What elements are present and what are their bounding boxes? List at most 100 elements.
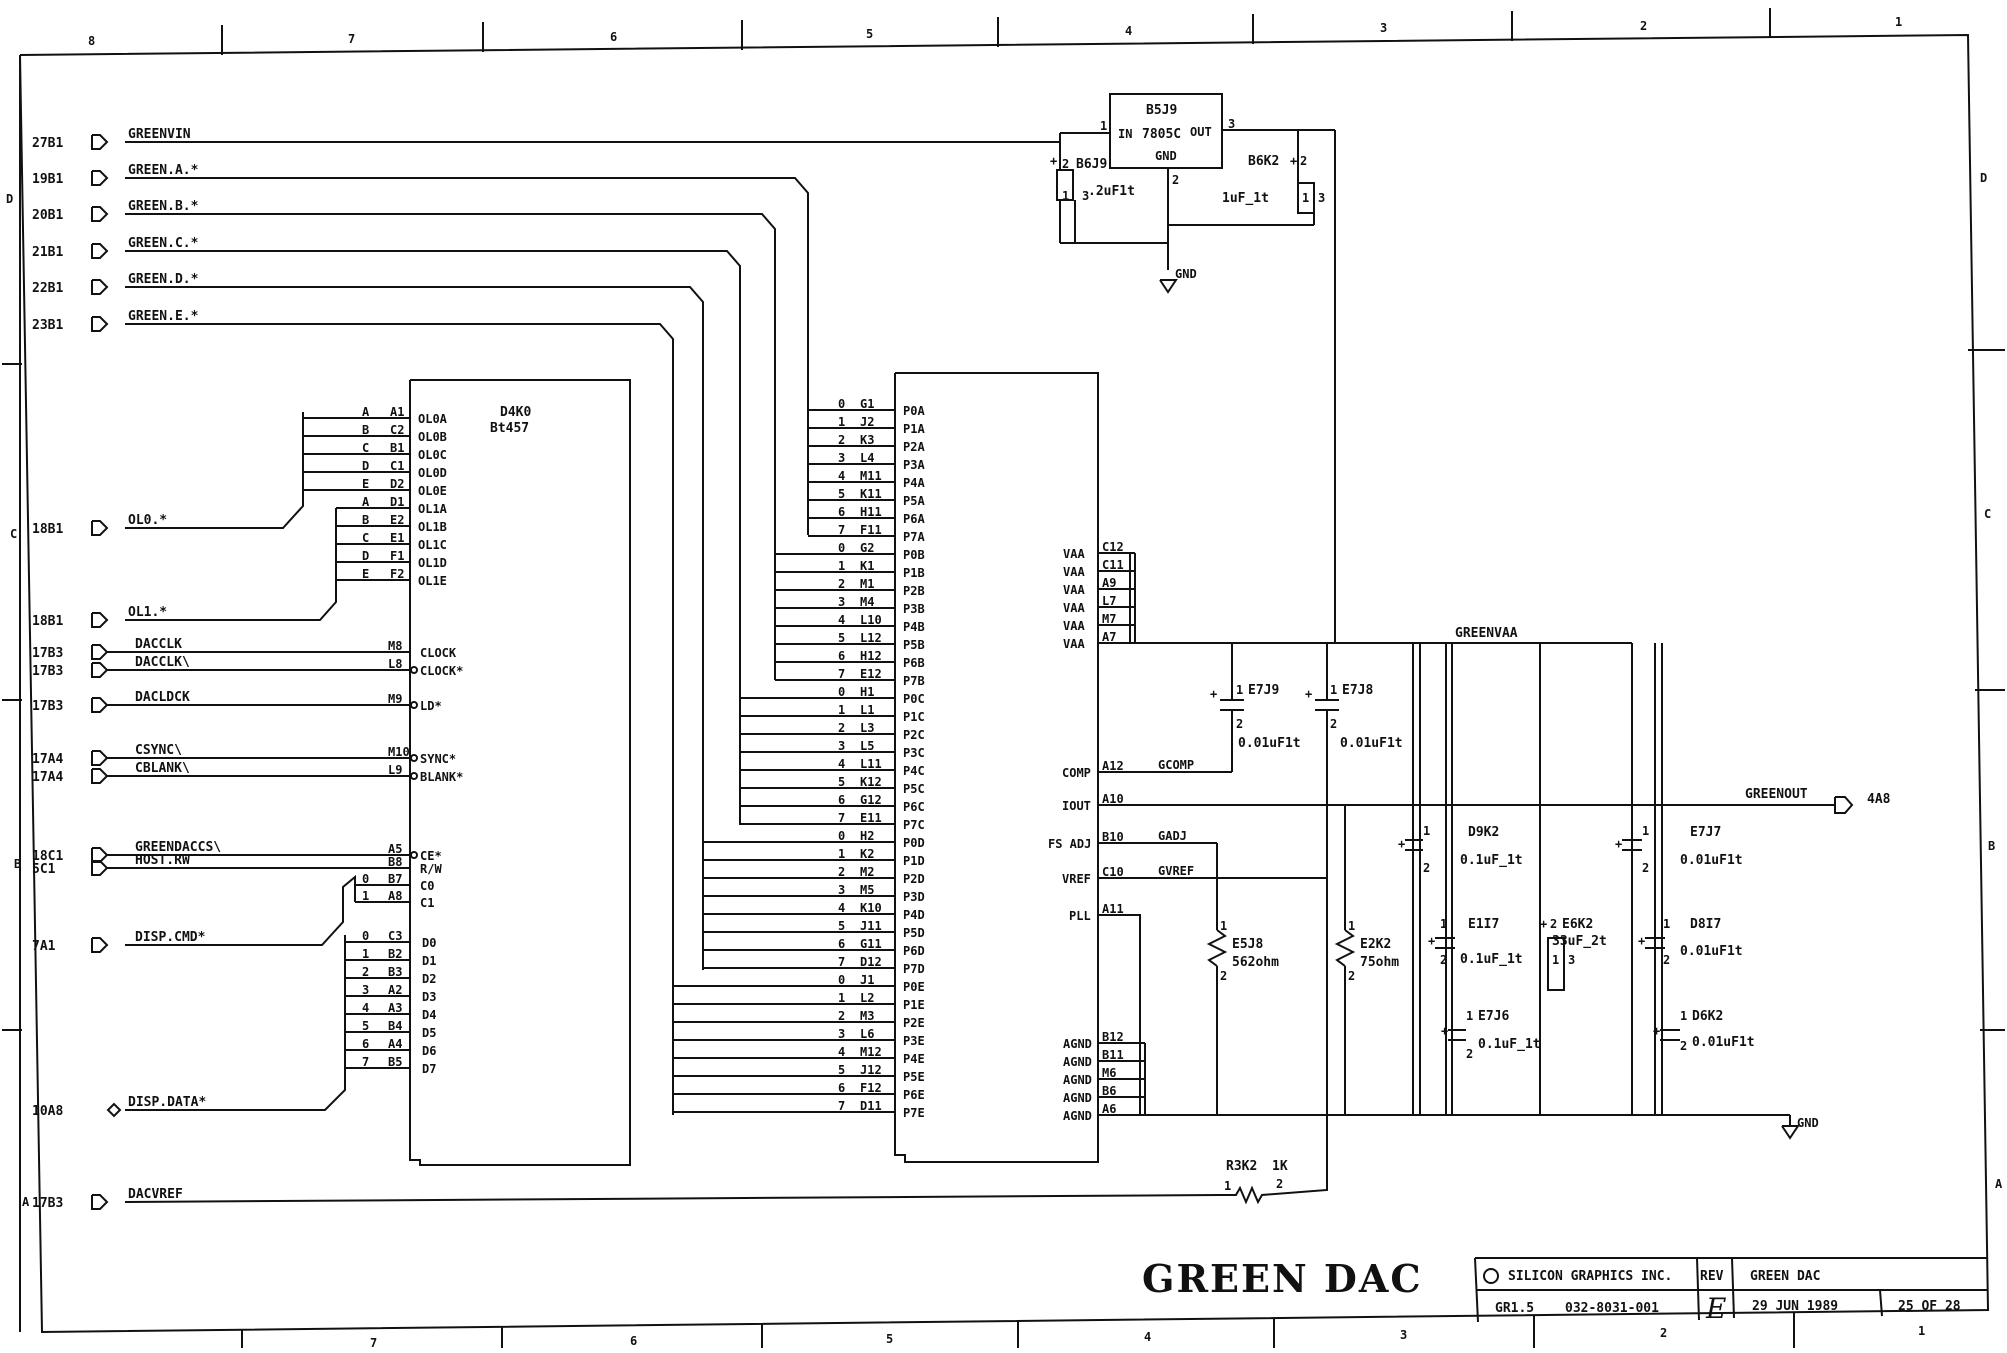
company-logo-icon (1483, 1268, 1499, 1284)
cap-e7j6-pin1: 1 (1466, 1009, 1473, 1023)
pixel-bit-15: 7 (838, 667, 845, 681)
cap-e6k2-pin3: 3 (1568, 953, 1575, 967)
agnd-name-4: AGND (1063, 1109, 1092, 1123)
signal-name-4: GREEN.D.* (128, 272, 199, 287)
res-r3k2-pin2: 2 (1276, 1177, 1283, 1191)
ol-name-0: OL0A (418, 412, 448, 426)
res-r3k2-ref: R3K2 (1226, 1159, 1257, 1174)
pixel-bit-28: 4 (838, 901, 845, 915)
title-block: SILICON GRAPHICS INC. REV GREEN DAC GR1.… (1474, 1257, 1988, 1325)
data-bit-4: 4 (362, 1001, 369, 1015)
signal-name-8: DACCLK (135, 637, 182, 652)
cap-d8i7-pin1: 1 (1663, 917, 1670, 931)
ol-name-1: OL0B (418, 430, 447, 444)
pixel-name-7: P7A (903, 530, 925, 544)
ground-label-bottom: GND (1797, 1116, 1819, 1130)
data-bit-6: 6 (362, 1037, 369, 1051)
ctrl-pin-0: M8 (388, 639, 402, 653)
inversion-bubble (410, 851, 418, 859)
regulator-pin-in: 1 (1100, 119, 1107, 133)
cap-d6k2-plus: + (1653, 1024, 1660, 1038)
ol-bit-8: D (362, 549, 369, 563)
cap-e1i7-pin2: 2 (1440, 953, 1447, 967)
pixel-name-9: P1B (903, 566, 925, 580)
sheet-border (2, 33, 2005, 1334)
cap-b6j9-value: .2uF1t (1088, 184, 1135, 199)
analog-net-0: GCOMP (1158, 758, 1194, 772)
analog-pin-4: A11 (1102, 902, 1124, 916)
cap-e7j7-ref: E7J7 (1690, 825, 1721, 840)
cap-e6k2-ref: E6K2 (1562, 917, 1593, 932)
disp-bus-wires (125, 874, 356, 1111)
date: 29 JUN 1989 (1752, 1299, 1838, 1314)
pixel-pin-0: G1 (860, 397, 874, 411)
ol-name-4: OL0E (418, 484, 447, 498)
signal-ref-17: 17B3 (32, 1196, 63, 1211)
pixel-bit-4: 4 (838, 469, 845, 483)
dac-chip-ref: D4K0 (500, 405, 531, 420)
pixel-pin-27: M5 (860, 883, 874, 897)
data-name-3: D3 (422, 990, 436, 1004)
pixel-name-4: P4A (903, 476, 925, 490)
greenout-net-label: GREENOUT (1745, 787, 1808, 802)
zone-columns-top: 8 7 6 5 4 3 2 1 (88, 8, 1902, 55)
cap-b6k2-ref: B6K2 (1248, 154, 1279, 169)
agnd-name-1: AGND (1063, 1055, 1092, 1069)
ol-pin-0: A1 (390, 405, 404, 419)
pixel-bit-25: 1 (838, 847, 845, 861)
data-name-4: D4 (422, 1008, 436, 1022)
pixel-bit-16: 0 (838, 685, 845, 699)
pixel-name-3: P3A (903, 458, 925, 472)
pixel-pin-5: K11 (860, 487, 882, 501)
connector-flag-icon (91, 520, 109, 536)
pixel-name-22: P6C (903, 800, 925, 814)
cap-d6k2-pin2: 2 (1680, 1039, 1687, 1053)
cap-e7j9-value: 0.01uF1t (1238, 736, 1301, 751)
connector-flag-icon (91, 662, 109, 678)
zone-col-4-bottom: 4 (1144, 1330, 1151, 1344)
ctrl-name-6: R/W (420, 862, 442, 876)
connector-flag-icon (91, 243, 109, 259)
dac-chip-part: Bt457 (490, 421, 529, 436)
pixel-pin-30: G11 (860, 937, 882, 951)
zone-col-7: 7 (348, 32, 355, 46)
data-pin-1: B2 (388, 947, 402, 961)
pixel-name-8: P0B (903, 548, 925, 562)
pixel-name-6: P6A (903, 512, 925, 526)
cap-e6k2-plus: + (1540, 917, 1547, 931)
vaa-name-4: VAA (1063, 619, 1085, 633)
ctrl-name-7: C0 (420, 879, 434, 893)
analog-name-1: IOUT (1062, 799, 1091, 813)
zone-col-2-bottom: 2 (1660, 1326, 1667, 1340)
pixel-bit-23: 7 (838, 811, 845, 825)
ol-bit-6: B (362, 513, 369, 527)
greenvaa-net-label: GREENVAA (1455, 626, 1518, 641)
ctrl-pin-1: L8 (388, 657, 402, 671)
cap-d8i7-plus: + (1638, 934, 1645, 948)
connector-flag-icon (91, 750, 109, 766)
inversion-bubble (410, 666, 418, 674)
vaa-pin-2: A9 (1102, 576, 1116, 590)
cap-e1i7-plus: + (1428, 934, 1435, 948)
connector-flag-icon (91, 847, 109, 863)
cap-e1i7-value: 0.1uF_1t (1460, 952, 1523, 967)
ctrl-pin-2: M9 (388, 692, 402, 706)
signal-name-1: GREEN.A.* (128, 163, 199, 178)
ol-pin-9: F2 (390, 567, 404, 581)
signal-ref-16: 10A8 (32, 1104, 63, 1119)
cap-e6k2-pin1: 1 (1552, 953, 1559, 967)
pixel-bit-33: 1 (838, 991, 845, 1005)
cap-b6k2-pin3: 3 (1318, 191, 1325, 205)
regulator-out: OUT (1190, 125, 1212, 139)
left-connector-flags: 27B1GREENVIN19B1GREEN.A.*20B1GREEN.B.*21… (32, 127, 410, 1211)
pixel-pin-2: K3 (860, 433, 874, 447)
signal-ref-1: 19B1 (32, 172, 63, 187)
pixel-name-28: P4D (903, 908, 925, 922)
cap-e7j9-plus: + (1210, 687, 1217, 701)
zone-row-c-right: C (1984, 507, 1991, 521)
pixel-name-35: P3E (903, 1034, 925, 1048)
